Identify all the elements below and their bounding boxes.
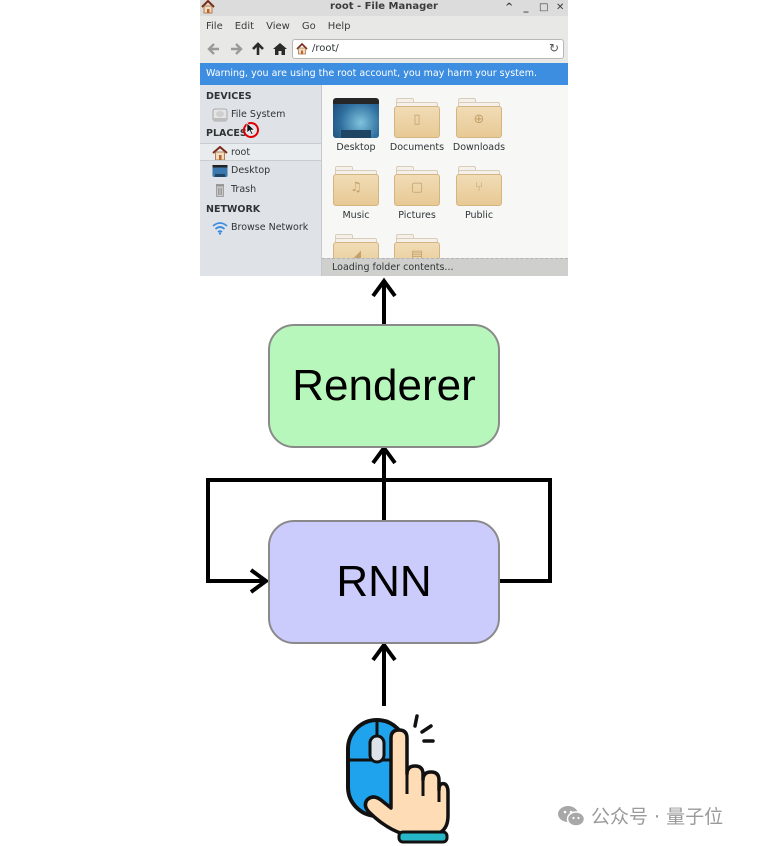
- folder-music-icon: ♫: [333, 166, 379, 206]
- file-item-label: Downloads: [452, 142, 506, 153]
- title-bar: root - File Manager ^ _ □ ✕: [200, 0, 568, 16]
- home-app-icon: [201, 0, 215, 14]
- arrowhead-rnn-input: [371, 641, 397, 662]
- sidebar-item-label: Browse Network: [231, 222, 309, 233]
- wechat-icon: [558, 805, 585, 827]
- desktop-icon: [212, 165, 228, 177]
- watermark: 公众号 · 量子位: [557, 802, 723, 829]
- sidebar-item-trash[interactable]: Trash: [200, 181, 321, 199]
- menu-bar: File Edit View Go Help: [200, 16, 568, 36]
- file-item-documents[interactable]: ▯ Documents: [386, 98, 448, 153]
- drive-icon: [212, 108, 228, 122]
- trash-icon: [216, 184, 224, 197]
- renderer-node: Renderer: [268, 324, 500, 448]
- menu-view[interactable]: View: [266, 20, 290, 32]
- up-arrow-icon[interactable]: [250, 41, 266, 57]
- file-item-public[interactable]: ⑂ Public: [448, 166, 510, 221]
- mouse-click-icon: [346, 714, 450, 844]
- sidebar-item-browse-network[interactable]: Browse Network: [200, 219, 321, 237]
- file-item-downloads[interactable]: ⊕ Downloads: [448, 98, 510, 153]
- file-item-templates[interactable]: ◢: [325, 234, 387, 258]
- arrowhead-renderer: [371, 444, 397, 465]
- wifi-icon: [212, 222, 228, 235]
- home-icon[interactable]: [272, 41, 288, 57]
- sidebar-heading-places: PLACES: [206, 128, 247, 139]
- sidebar-heading-devices: DEVICES: [206, 91, 252, 102]
- watermark-text: 公众号 · 量子位: [591, 806, 724, 828]
- desktop-icon: [333, 98, 379, 138]
- folder-templates-icon: ◢: [333, 234, 379, 258]
- window-minimize-button[interactable]: _: [523, 2, 529, 13]
- reload-icon[interactable]: ↻: [548, 41, 559, 55]
- toolbar: /root/ ↻: [200, 36, 568, 63]
- window-title: root - File Manager: [330, 1, 438, 12]
- forward-arrow-icon[interactable]: [228, 41, 244, 57]
- root-warning-banner: Warning, you are using the root account,…: [200, 63, 568, 85]
- sidebar: DEVICES File System PLACES root: [200, 85, 322, 276]
- sidebar-item-label: root: [231, 147, 251, 158]
- rnn-node: RNN: [268, 520, 500, 644]
- file-manager-window: root - File Manager ^ _ □ ✕ File Edit Vi…: [200, 0, 568, 276]
- folder-documents-icon: ▯: [394, 98, 440, 138]
- sidebar-item-desktop[interactable]: Desktop: [200, 162, 321, 180]
- window-shade-button[interactable]: ^: [505, 2, 514, 13]
- sidebar-heading-network: NETWORK: [206, 204, 261, 215]
- window-close-button[interactable]: ✕: [556, 2, 565, 13]
- back-arrow-icon[interactable]: [206, 41, 222, 57]
- address-path: /root/: [312, 43, 339, 54]
- sidebar-item-root[interactable]: root: [200, 143, 321, 161]
- window-maximize-button[interactable]: □: [539, 2, 549, 13]
- menu-edit[interactable]: Edit: [234, 20, 255, 32]
- address-bar[interactable]: /root/ ↻: [292, 39, 564, 59]
- file-item-label: Public: [464, 210, 494, 221]
- address-home-icon: [296, 43, 308, 55]
- arrowhead-screen: [371, 277, 397, 298]
- menu-help[interactable]: Help: [327, 20, 351, 32]
- file-item-videos[interactable]: ▤: [386, 234, 448, 258]
- click-indicator: [243, 122, 259, 138]
- sidebar-item-label: File System: [231, 109, 286, 120]
- file-view: Desktop ▯ Documents ⊕ Downloads ♫ Music: [322, 85, 568, 258]
- folder-videos-icon: ▤: [394, 234, 440, 258]
- folder-downloads-icon: ⊕: [456, 98, 502, 138]
- file-item-desktop[interactable]: Desktop: [325, 98, 387, 153]
- file-item-label: Pictures: [398, 210, 436, 221]
- file-item-pictures[interactable]: ▢ Pictures: [386, 166, 448, 221]
- home-icon: [212, 146, 228, 160]
- folder-public-icon: ⑂: [456, 166, 502, 206]
- sidebar-item-label: Desktop: [231, 165, 271, 176]
- folder-pictures-icon: ▢: [394, 166, 440, 206]
- arrowhead-rnn-loop: [249, 568, 270, 594]
- file-item-music[interactable]: ♫ Music: [325, 166, 387, 221]
- file-item-label: Documents: [389, 142, 445, 153]
- mouse-pointer-icon: [246, 123, 256, 135]
- menu-file[interactable]: File: [206, 20, 223, 32]
- file-item-label: Music: [342, 210, 370, 221]
- file-item-label: Desktop: [336, 142, 376, 153]
- sidebar-item-file-system[interactable]: File System: [200, 106, 321, 124]
- status-bar: Loading folder contents...: [322, 258, 568, 276]
- menu-go[interactable]: Go: [301, 20, 316, 32]
- sidebar-item-label: Trash: [231, 184, 257, 195]
